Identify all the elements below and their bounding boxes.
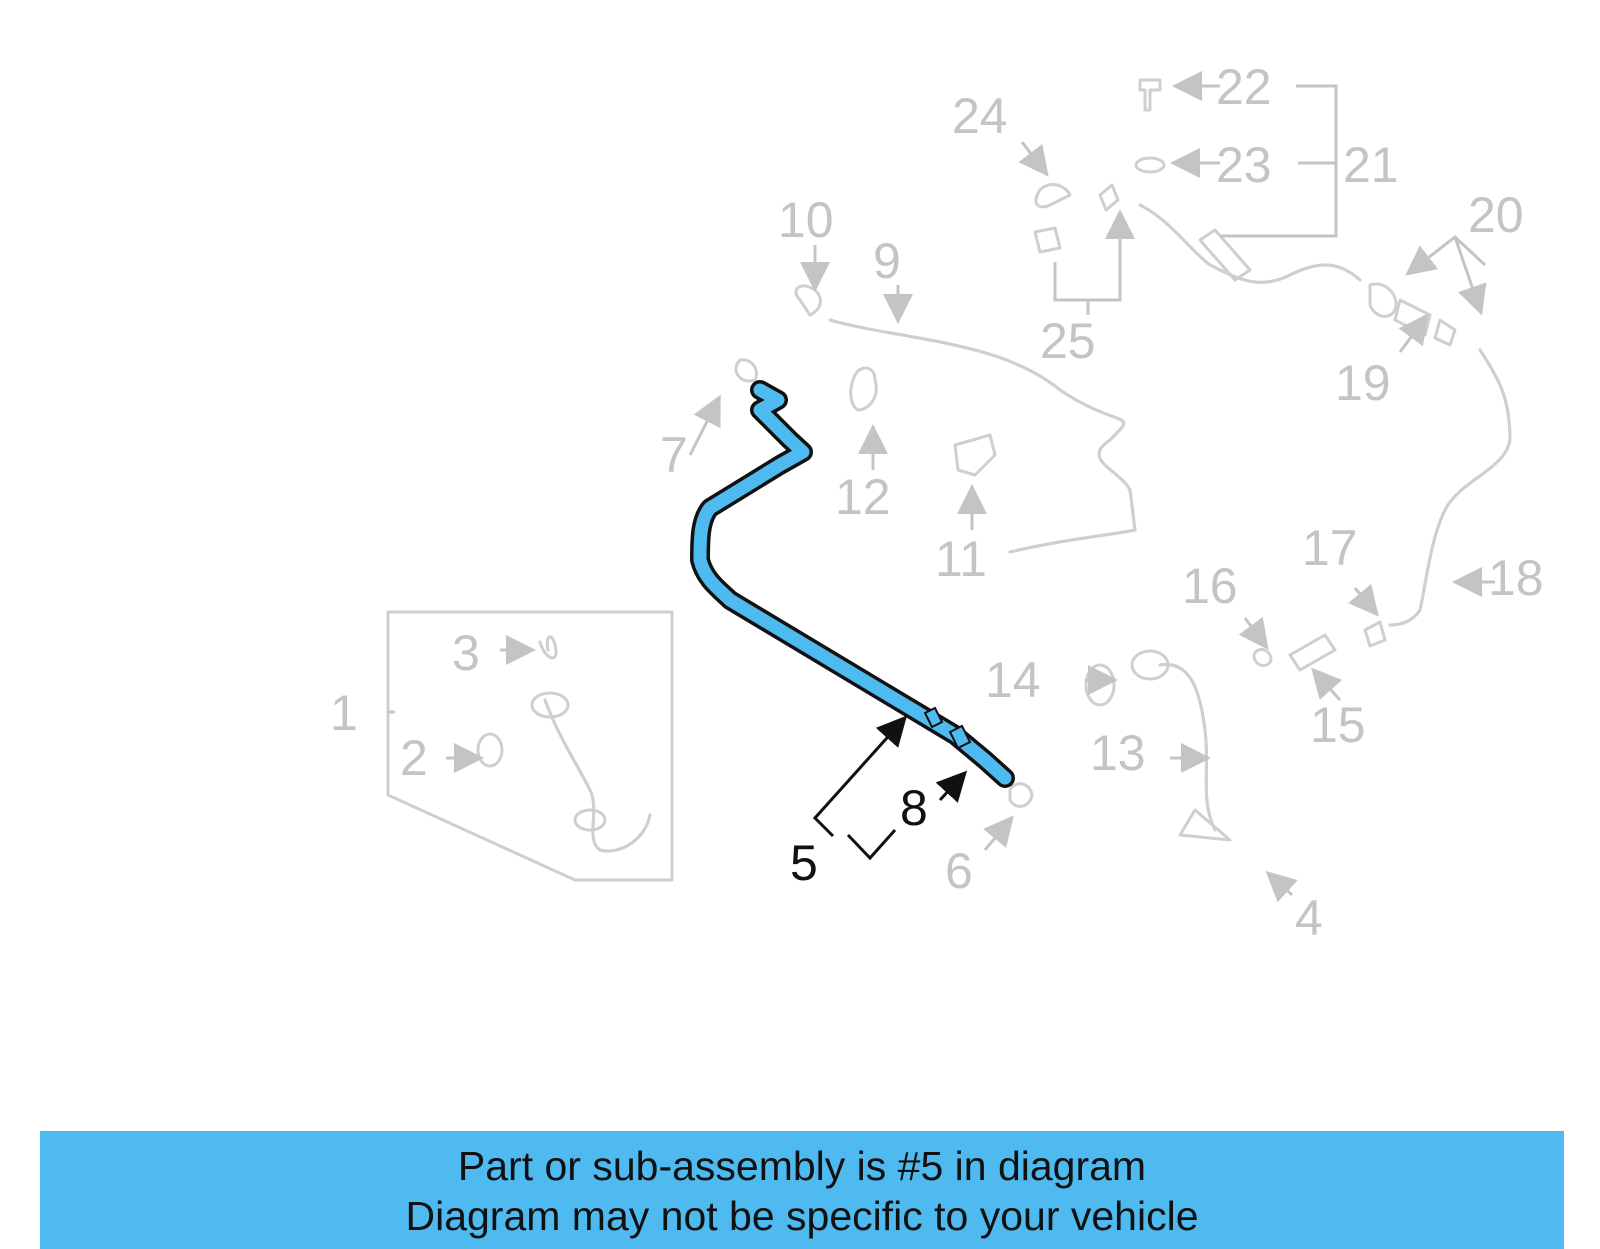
callout-16: 16 bbox=[1182, 558, 1238, 614]
ghost-hose-13 bbox=[1130, 649, 1232, 842]
callout-10: 10 bbox=[778, 192, 834, 248]
callout-15: 15 bbox=[1310, 697, 1366, 753]
callout-17: 17 bbox=[1302, 520, 1358, 576]
ghost-hose-21 bbox=[1138, 203, 1362, 284]
ghost-callouts: 1 2 3 4 6 7 9 10 11 12 13 14 15 16 17 18… bbox=[330, 59, 1544, 946]
highlight-arrows bbox=[812, 715, 968, 861]
sub-assembly-1-box bbox=[386, 610, 674, 882]
highlighted-hose-part-5[interactable] bbox=[690, 380, 1015, 788]
callout-20: 20 bbox=[1468, 187, 1524, 243]
callout-7: 7 bbox=[660, 427, 688, 483]
callout-21: 21 bbox=[1343, 137, 1399, 193]
highlight-callouts: 5 8 bbox=[790, 780, 928, 891]
callout-12: 12 bbox=[835, 469, 891, 525]
ghost-clamp-11 bbox=[953, 433, 997, 477]
info-banner: Part or sub-assembly is #5 in diagram Di… bbox=[40, 1131, 1564, 1249]
callout-13: 13 bbox=[1090, 725, 1146, 781]
callout-9: 9 bbox=[873, 233, 901, 289]
callout-6: 6 bbox=[945, 843, 973, 899]
callout-1: 1 bbox=[330, 685, 358, 741]
callout-4: 4 bbox=[1295, 890, 1323, 946]
callout-3: 3 bbox=[452, 625, 480, 681]
callout-23: 23 bbox=[1216, 137, 1272, 193]
callout-25: 25 bbox=[1040, 313, 1096, 369]
ghost-clamp-12 bbox=[849, 366, 878, 412]
callout-18: 18 bbox=[1488, 550, 1544, 606]
banner-line-1: Part or sub-assembly is #5 in diagram bbox=[457, 1143, 1147, 1189]
callout-2: 2 bbox=[400, 730, 428, 786]
callout-19: 19 bbox=[1335, 355, 1391, 411]
callout-24: 24 bbox=[952, 88, 1008, 144]
callout-5: 5 bbox=[790, 835, 818, 891]
ghost-arrows bbox=[388, 71, 1495, 903]
banner-line-2: Diagram may not be specific to your vehi… bbox=[405, 1193, 1199, 1239]
ghost-hose-18 bbox=[1388, 348, 1512, 627]
callout-14: 14 bbox=[985, 652, 1041, 708]
callout-22: 22 bbox=[1216, 59, 1272, 115]
callout-8: 8 bbox=[900, 780, 928, 836]
callout-11: 11 bbox=[935, 531, 987, 587]
